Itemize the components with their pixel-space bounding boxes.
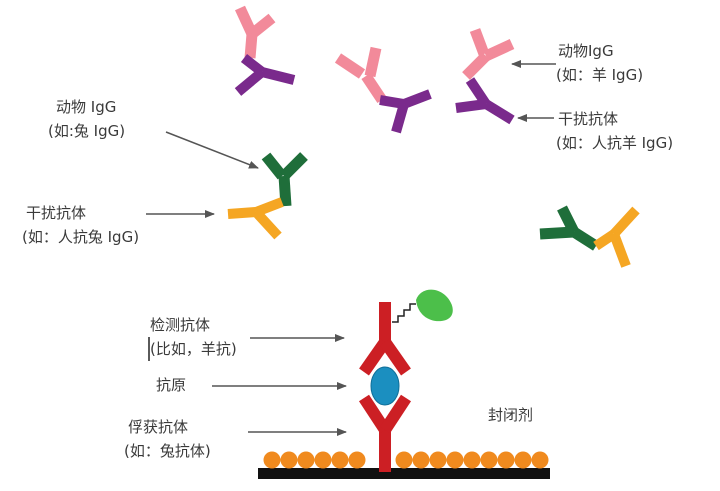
label-interfering-ab-left: 干扰抗体: [26, 204, 87, 222]
plate-surface: [258, 468, 550, 479]
label-capture-antibody-example: (如：兔抗体): [124, 442, 211, 460]
interfering-purple-antibody: [234, 54, 296, 96]
label-capture-antibody: 俘获抗体: [128, 418, 189, 436]
label-blocking-agent: 封闭剂: [488, 406, 534, 424]
blocking-bead: [446, 451, 464, 469]
antibody-pair-pink-purple-1: [234, 5, 296, 96]
blocking-bead: [348, 451, 366, 469]
blocking-bead: [297, 451, 315, 469]
antibody-pair-pink-purple-3: [455, 28, 515, 125]
enzyme-linker: [392, 303, 416, 323]
label-detection-antibody: 检测抗体: [150, 316, 211, 334]
label-animal-igg-left: 动物 IgG: [56, 98, 117, 116]
blocking-bead: [412, 451, 430, 469]
plate-bar: [258, 468, 550, 479]
blocking-bead: [463, 451, 481, 469]
blocking-bead: [314, 451, 332, 469]
blocking-bead: [514, 451, 532, 469]
capture-antibody: [358, 394, 412, 472]
interfering-purple-antibody: [379, 89, 432, 134]
blocking-bead: [263, 451, 281, 469]
antibody-pair-green-orange-2: [539, 205, 640, 268]
label-interfering-ab-left-example: (如：人抗兔 IgG): [22, 228, 140, 246]
blocking-bead: [531, 451, 549, 469]
label-animal-igg-left-example: (如:兔 IgG): [48, 122, 126, 140]
arrow-animal-igg-left: [165, 131, 259, 169]
label-interfering-ab-right: 干扰抗体: [558, 110, 619, 128]
interfering-orange-antibody: [227, 197, 284, 240]
label-antigen: 抗原: [156, 376, 187, 394]
animal-igg-pink-antibody: [235, 5, 276, 59]
blocking-bead: [429, 451, 447, 469]
animal-igg-green-antibody: [539, 205, 599, 251]
interfering-purple-antibody: [455, 77, 515, 125]
blocking-bead: [280, 451, 298, 469]
animal-igg-pink-antibody: [462, 28, 515, 80]
antigen-shape: [370, 366, 400, 406]
label-animal-igg-right: 动物IgG: [558, 42, 614, 60]
label-detection-antibody-example: (比如，羊抗): [150, 340, 237, 358]
detection-antibody: [359, 302, 411, 376]
antibody-pair-green-orange-1: [227, 152, 308, 240]
blocking-bead: [395, 451, 413, 469]
blocking-bead: [480, 451, 498, 469]
blocking-bead: [497, 451, 515, 469]
antibody-pair-pink-purple-2: [334, 46, 432, 134]
label-animal-igg-right-example: (如：羊 IgG): [556, 66, 644, 84]
animal-igg-pink-antibody: [334, 46, 387, 104]
label-interfering-ab-right-example: (如：人抗羊 IgG): [556, 134, 674, 152]
pointer-arrows: [146, 60, 556, 436]
interfering-orange-antibody: [593, 206, 640, 268]
blocking-bead: [331, 451, 349, 469]
animal-igg-green-antibody: [261, 152, 308, 207]
enzyme-label-shape: [416, 289, 453, 322]
blocking-agent-beads: [263, 451, 549, 469]
